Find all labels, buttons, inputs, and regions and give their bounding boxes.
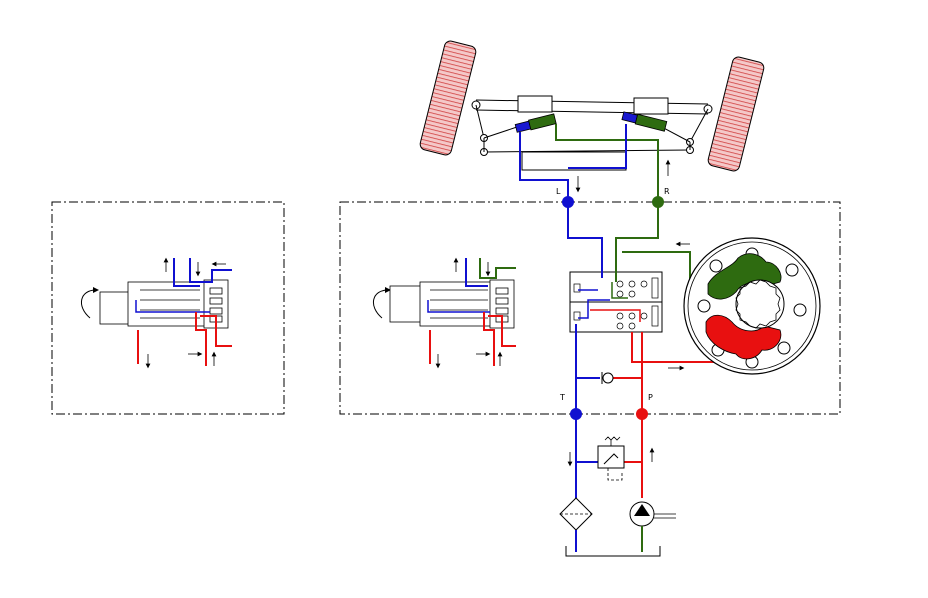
port-node-r: R — [652, 187, 670, 208]
gerotor-motor-icon — [683, 237, 821, 375]
port-label-t: T — [559, 393, 565, 402]
check-valve-icon — [601, 372, 614, 384]
relief-valve-icon — [597, 436, 625, 481]
cylinder-icon — [514, 111, 668, 133]
port-label-p: P — [648, 393, 653, 402]
main-unit-frame — [339, 201, 841, 415]
tank-icon — [565, 546, 661, 557]
port-label-r: R — [664, 187, 670, 196]
port-label-l: L — [556, 187, 561, 196]
left-wheel — [419, 40, 477, 156]
steering-valve-icon — [81, 257, 232, 369]
rotation-arrow-icon — [373, 287, 391, 319]
right-wheel — [707, 56, 765, 172]
port-node-t: T — [559, 393, 582, 420]
left-detail-frame — [51, 201, 285, 415]
steering-axle-icon — [419, 40, 765, 202]
steering-valve-icon — [373, 257, 516, 369]
port-node-p: P — [636, 393, 653, 420]
pump-icon — [629, 501, 676, 552]
port-node-l: L — [556, 187, 574, 208]
rotation-arrow-icon — [81, 287, 99, 319]
filter-icon — [559, 497, 593, 552]
